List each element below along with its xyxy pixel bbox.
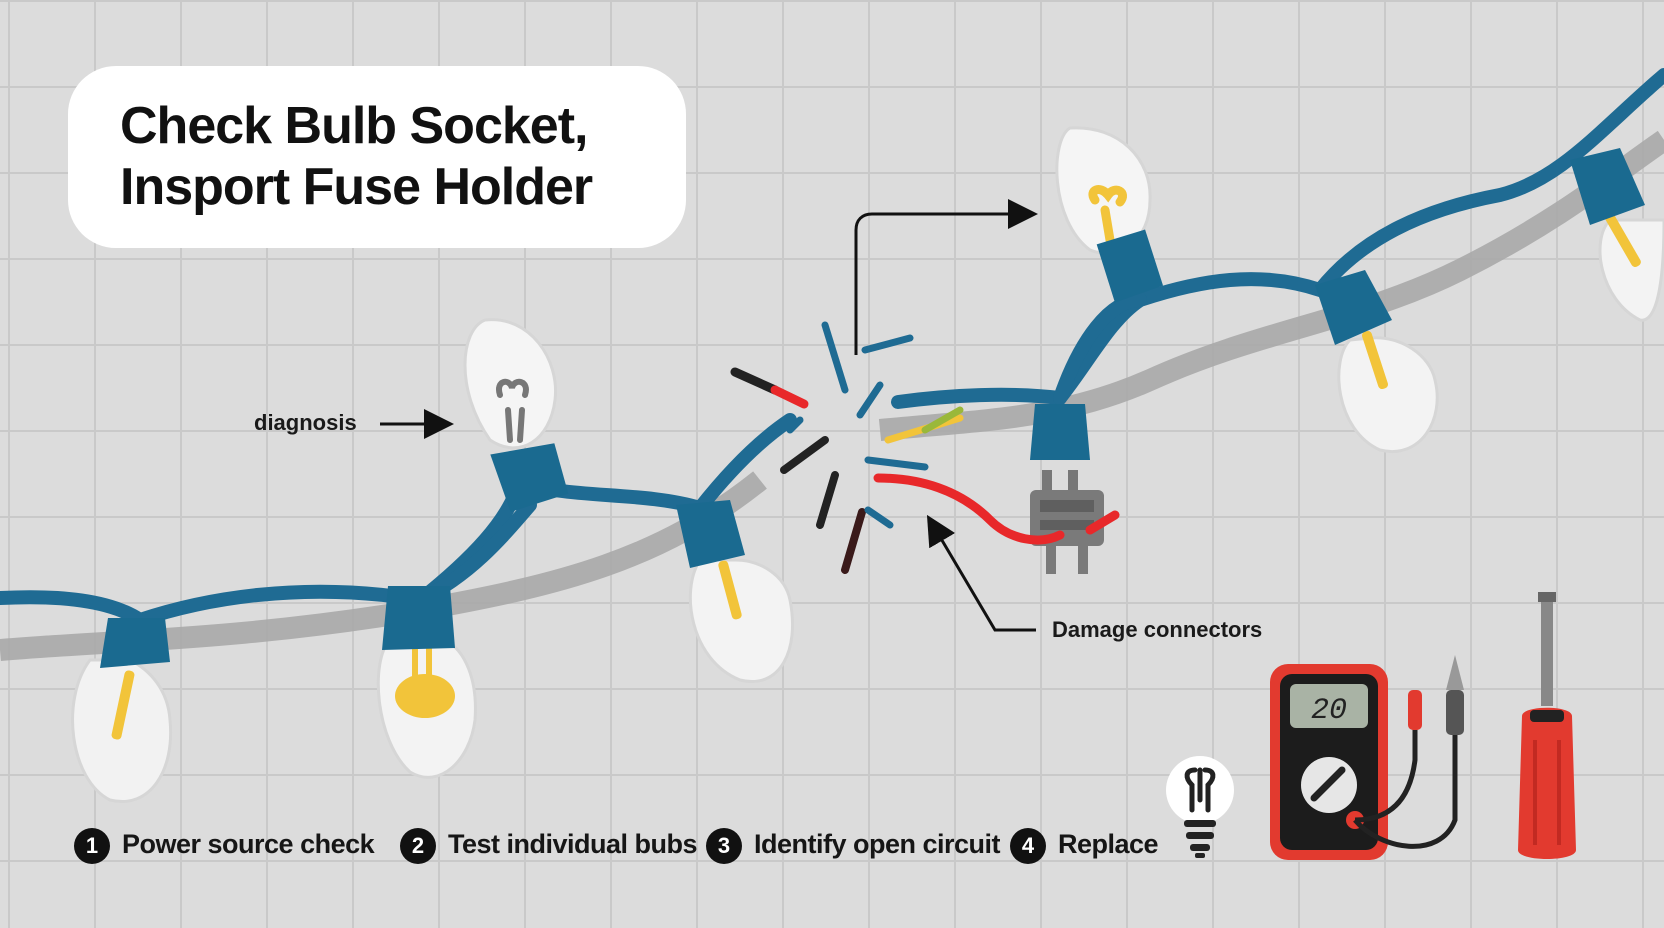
step-number: 4 <box>1010 828 1046 864</box>
diagnosis-label: diagnosis <box>254 410 357 435</box>
broken-wire-burst <box>730 321 1120 574</box>
fuse-plug <box>1030 404 1104 574</box>
bulb-2 <box>376 586 477 779</box>
step-number: 3 <box>706 828 742 864</box>
multimeter-icon: 20 <box>1270 655 1464 860</box>
step-label: Test individual bubs <box>448 829 698 859</box>
bulb-6 <box>1315 270 1439 453</box>
title-line-2: Insport Fuse Holder <box>120 158 593 216</box>
wire-right <box>891 68 1664 409</box>
screwdriver-icon <box>1518 592 1576 859</box>
arrow-damage <box>926 514 1036 632</box>
step-number: 1 <box>74 828 110 864</box>
bulb-7 <box>1570 148 1664 322</box>
wire-shadow-right <box>878 130 1664 441</box>
step-number: 2 <box>400 828 436 864</box>
bulb-4 <box>676 500 795 683</box>
title-card: Check Bulb Socket, Insport Fuse Holder <box>68 66 686 248</box>
bulb-5 <box>1055 126 1164 303</box>
arrow-top <box>854 199 1038 355</box>
light-bulb-icon <box>1166 756 1234 858</box>
step-label: Identify open circuit <box>754 829 1001 859</box>
wire-right-branch <box>1053 293 1147 405</box>
bulb-1 <box>71 618 173 803</box>
step-label: Power source check <box>122 829 375 859</box>
multimeter-display: 20 <box>1311 694 1347 728</box>
title-line-1: Check Bulb Socket, <box>120 97 588 155</box>
bulb-3 <box>463 318 569 512</box>
damage-connectors-label: Damage connectors <box>1052 617 1263 642</box>
step-label: Replace <box>1058 829 1159 859</box>
